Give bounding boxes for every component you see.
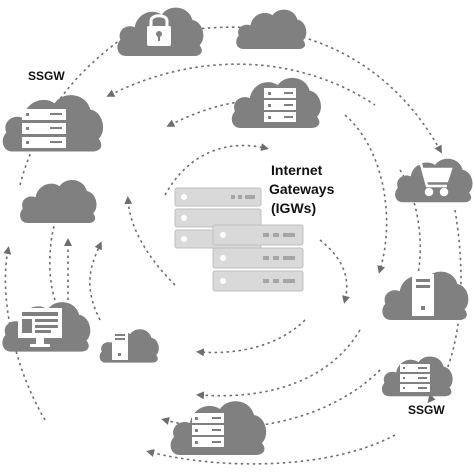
tower-cloud-right bbox=[382, 271, 469, 320]
ssgw-label-bottom: SSGW bbox=[408, 403, 445, 417]
igw-label-line2: Gateways bbox=[269, 181, 335, 197]
cart-cloud bbox=[395, 158, 473, 203]
orbit-third-left bbox=[89, 241, 102, 321]
server-tower-icon bbox=[412, 274, 434, 316]
tower-cloud-small bbox=[99, 329, 159, 363]
igw-label-line3: (IGWs) bbox=[271, 200, 316, 216]
orbit-inner-right bbox=[319, 239, 350, 304]
orbit-outer-top-left bbox=[19, 39, 121, 186]
orbit-inner-bottom bbox=[196, 319, 306, 357]
igw-label-line1: Internet bbox=[271, 162, 323, 178]
shopping-cart-icon bbox=[415, 162, 453, 197]
server-rack-icon bbox=[22, 109, 66, 148]
server-cloud-bottom bbox=[170, 401, 267, 455]
server-rack-icon bbox=[264, 88, 296, 122]
orbit-outer-left bbox=[3, 246, 46, 421]
orbit-third-right bbox=[344, 114, 388, 274]
lock-cloud bbox=[117, 7, 204, 56]
server-cloud-upper-center bbox=[231, 77, 321, 128]
orbit-inner-left bbox=[124, 196, 176, 286]
desktop-monitor-icon bbox=[18, 308, 62, 347]
plain-cloud-top bbox=[236, 9, 307, 49]
ssgw-cloud-left bbox=[2, 95, 104, 152]
orbit-second-top bbox=[106, 63, 376, 106]
orbit-paths bbox=[3, 26, 462, 465]
plain-cloud-left bbox=[20, 180, 97, 223]
lock-icon bbox=[147, 14, 171, 46]
orbit-second-left bbox=[49, 199, 66, 301]
orbit-second-right bbox=[399, 169, 422, 304]
server-rack-icon bbox=[400, 364, 430, 392]
orbit-third-bottom bbox=[196, 329, 361, 400]
monitor-cloud bbox=[2, 302, 91, 352]
orbit-outer-top-right bbox=[189, 26, 442, 154]
igw-server-stack-front bbox=[212, 224, 304, 292]
server-tower-icon bbox=[112, 330, 128, 360]
ssgw-cloud-bottom-right bbox=[381, 356, 453, 397]
server-rack-icon bbox=[192, 413, 224, 447]
ssgw-label-top: SSGW bbox=[28, 69, 65, 83]
